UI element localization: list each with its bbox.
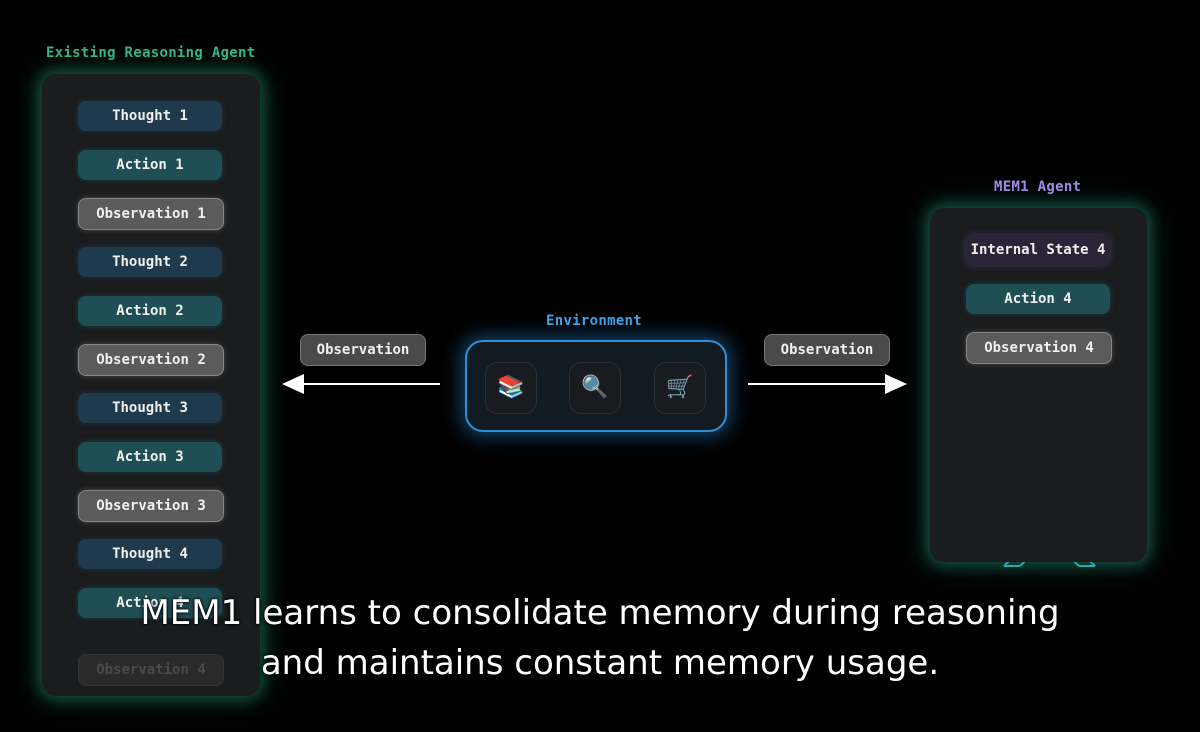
mem1-agent-panel <box>930 208 1147 562</box>
left-step-3: Thought 2 <box>78 247 222 277</box>
left-step-7: Action 3 <box>78 442 222 472</box>
caption-line-1: MEM1 learns to consolidate memory during… <box>140 593 1060 633</box>
right-step-2: Observation 4 <box>966 332 1112 364</box>
left-step-5: Observation 2 <box>78 344 224 376</box>
mem1-agent-title: MEM1 Agent <box>994 179 1082 195</box>
magnifier-icon: 🔍 <box>569 362 621 414</box>
left-step-4: Action 2 <box>78 296 222 326</box>
left-step-2: Observation 1 <box>78 198 224 230</box>
observation-label-right: Observation <box>764 334 890 366</box>
left-step-9: Thought 4 <box>78 539 222 569</box>
left-step-11: Observation 4 <box>78 654 224 686</box>
right-step-0: Internal State 4 <box>966 235 1110 265</box>
left-step-1: Action 1 <box>78 150 222 180</box>
books-icon: 📚 <box>485 362 537 414</box>
caption-line-2: and maintains constant memory usage. <box>260 643 940 683</box>
environment-box: 📚 🔍 🛒 <box>465 340 727 432</box>
cart-icon: 🛒 <box>654 362 706 414</box>
right-step-1: Action 4 <box>966 284 1110 314</box>
right-arrow <box>748 374 907 394</box>
environment-title: Environment <box>546 313 643 329</box>
left-step-0: Thought 1 <box>78 101 222 131</box>
existing-agent-title: Existing Reasoning Agent <box>46 45 256 61</box>
left-step-8: Observation 3 <box>78 490 224 522</box>
left-step-10: Action 4 <box>78 588 222 618</box>
observation-label-left: Observation <box>300 334 426 366</box>
left-step-6: Thought 3 <box>78 393 222 423</box>
left-arrow <box>282 374 440 394</box>
